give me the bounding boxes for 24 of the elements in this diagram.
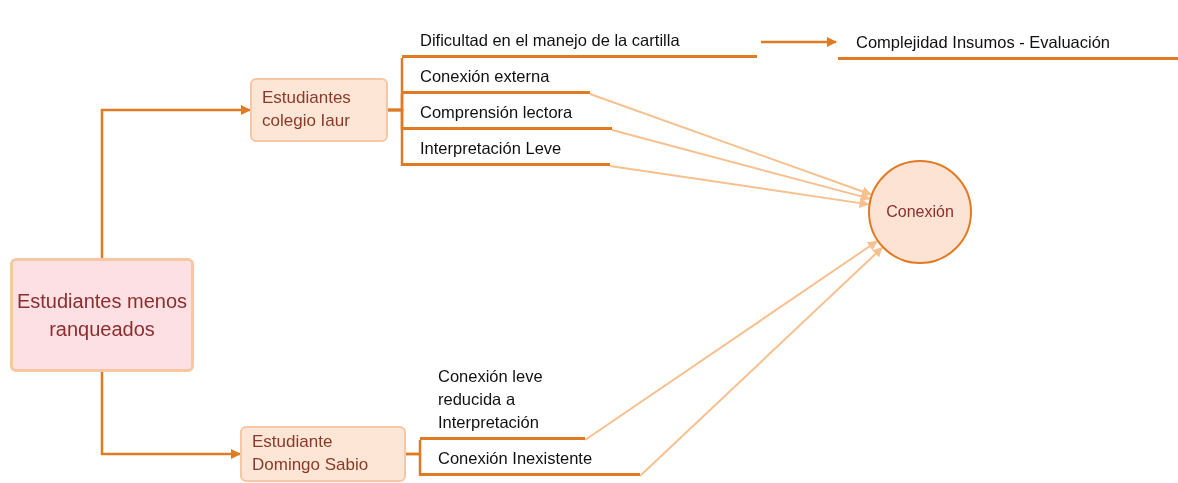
arrow bbox=[100, 105, 251, 258]
arrow bbox=[761, 37, 837, 47]
node-text: Complejidad Insumos - Evaluación bbox=[856, 31, 1111, 53]
connector-line bbox=[388, 108, 404, 166]
arrow bbox=[609, 165, 870, 208]
node-text: Conexión externa bbox=[420, 65, 550, 87]
node-text: Estudiante Domingo Sabio bbox=[252, 431, 370, 476]
arrow bbox=[584, 240, 878, 441]
root-box bbox=[10, 258, 194, 372]
node-text: Conexión Inexistente bbox=[438, 447, 593, 469]
node-text: Comprensión lectora bbox=[420, 101, 573, 123]
node-text: Estudiantes colegio Iaur bbox=[262, 87, 352, 132]
connector-line bbox=[406, 452, 422, 476]
node-text: Dificultad en el manejo de la cartilla bbox=[420, 29, 680, 51]
arrow bbox=[639, 246, 884, 477]
arrow bbox=[611, 129, 871, 202]
arrow bbox=[100, 372, 241, 459]
node-text: Estudiantes menos ranqueados bbox=[15, 289, 189, 342]
branch-box bbox=[240, 426, 406, 482]
branch-box bbox=[250, 78, 388, 142]
node-text: Conexión bbox=[886, 203, 954, 221]
node-text: Interpretación Leve bbox=[420, 137, 562, 159]
node-text: Conexión leve reducida a Interpretación bbox=[438, 365, 544, 433]
arrow bbox=[589, 93, 873, 197]
